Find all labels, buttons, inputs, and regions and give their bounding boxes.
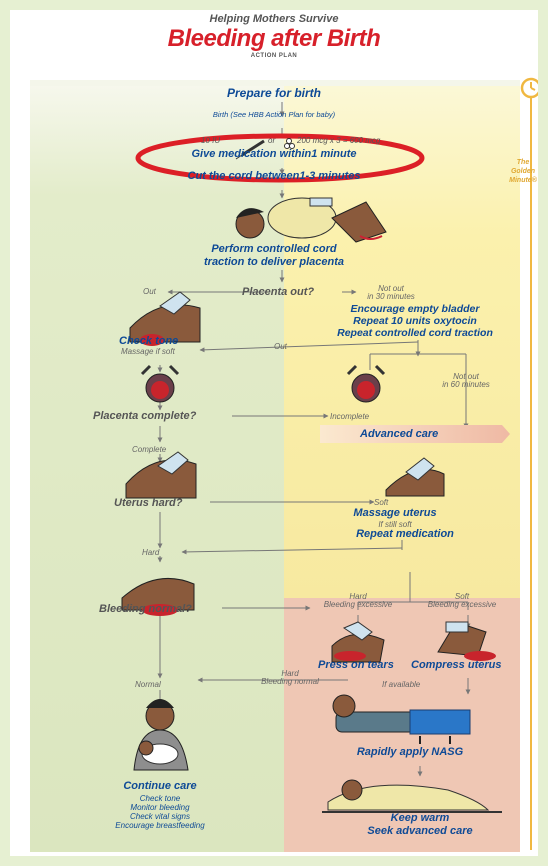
repeat-oxytocin: Repeat 10 units oxytocin: [353, 315, 477, 327]
prepare-step: Prepare for birth: [226, 86, 322, 100]
keep-warm-step: Keep warm: [390, 812, 450, 824]
page-title: Bleeding after Birth: [167, 25, 381, 52]
incomplete-label: Incomplete: [330, 412, 370, 421]
hard-label-2: Hard: [349, 592, 367, 601]
dose-oxytocin: 10 IU: [201, 136, 221, 145]
soft-label: Soft: [374, 498, 389, 507]
not-out-30-line1: Not out: [378, 284, 404, 293]
not-out-60-line2: in 60 minutes: [442, 380, 490, 389]
continue-care-item-1: Check tone: [139, 794, 181, 803]
action-plan-label: ACTION PLAN: [250, 53, 298, 59]
bleeding-normal-label: Bleeding normal: [261, 677, 319, 686]
poster: Helping Mothers Survive Bleeding after B…: [10, 10, 538, 856]
bleeding-normal-question: Bleeding normal?: [99, 603, 192, 615]
out-label-2: Out: [274, 342, 287, 351]
uterus-hard-question: Uterus hard?: [114, 497, 183, 509]
flow-background: [30, 77, 538, 852]
normal-label: Normal: [135, 680, 161, 689]
yellow-zone: [284, 80, 520, 600]
cct-step-line1: Perform controlled cord: [211, 243, 337, 255]
continue-care-item-3: Check vital signs: [129, 812, 191, 821]
press-tears-step: Press on tears: [318, 659, 394, 671]
keep-warm-illustration: [322, 779, 502, 813]
continue-care-item-4: Encourage breastfeeding: [115, 821, 205, 830]
repeat-cct: Repeat controlled cord traction: [337, 327, 493, 339]
check-tone-illustration: [129, 291, 201, 346]
dose-misoprostol: 200 mcg x 3 = 600 mcg: [297, 136, 381, 145]
give-medication-step: Give medication within1 minute: [191, 148, 357, 160]
cct-step-line2: traction to deliver placenta: [204, 256, 344, 268]
out-label: Out: [143, 287, 156, 296]
dose-or: or: [268, 136, 276, 145]
not-out-60-line1: Not out: [453, 372, 479, 381]
apply-nasg-step: Rapidly apply NASG: [356, 746, 464, 758]
continue-care-step: Continue care: [123, 780, 197, 792]
bleeding-excessive-1: Bleeding excessive: [323, 600, 393, 609]
mother-baby-illustration: [133, 699, 189, 771]
continue-care-item-2: Monitor bleeding: [130, 803, 190, 812]
encourage-bladder: Encourage empty bladder: [350, 303, 480, 315]
highlight-ellipse: [135, 133, 425, 183]
seek-care-step: Seek advanced care: [367, 825, 473, 837]
if-available-note: If available: [382, 680, 421, 689]
uterus-check-illustration: [125, 451, 197, 499]
massage-if-soft-note: Massage if soft: [121, 347, 175, 356]
complete-label: Complete: [132, 445, 167, 454]
placenta-out-question: Placenta out?: [242, 286, 315, 298]
press-tears-illustration: [331, 621, 385, 663]
check-tone-step: Check tone: [119, 335, 179, 347]
repeat-medication-step: Repeat medication: [356, 528, 454, 540]
birth-step: Birth (See HBB Action Plan for baby): [212, 110, 336, 119]
advanced-care-arrow: [320, 425, 510, 443]
cut-cord-step: Cut the cord between1-3 minutes: [187, 170, 361, 182]
if-still-soft-note: If still soft: [378, 520, 412, 529]
massage-uterus-illustration: [385, 457, 445, 497]
tablet-icon: [284, 138, 295, 149]
compress-uterus-step: Compress uterus: [411, 659, 502, 671]
advanced-care-step: Advanced care: [360, 428, 439, 440]
header-subtitle: Helping Mothers Survive: [209, 13, 339, 25]
nasg-illustration: [332, 694, 471, 744]
compress-uterus-illustration: [437, 621, 496, 661]
placenta-left-illustration: [140, 364, 180, 403]
placenta-right-illustration: [346, 364, 386, 403]
bleeding-excessive-2: Bleeding excessive: [427, 600, 497, 609]
not-out-30-line2: in 30 minutes: [367, 292, 415, 301]
hard-label-3: Hard: [281, 669, 299, 678]
soft-label-2: Soft: [454, 592, 470, 601]
massage-uterus-step: Massage uterus: [353, 507, 437, 519]
hard-label: Hard: [142, 548, 160, 557]
placenta-complete-question: Placenta complete?: [93, 410, 197, 422]
golden-minute-label: The Golden Minute®: [509, 159, 537, 184]
syringe-icon: [235, 139, 265, 160]
birth-illustration: [235, 197, 387, 243]
bleeding-check-illustration: [121, 578, 195, 616]
